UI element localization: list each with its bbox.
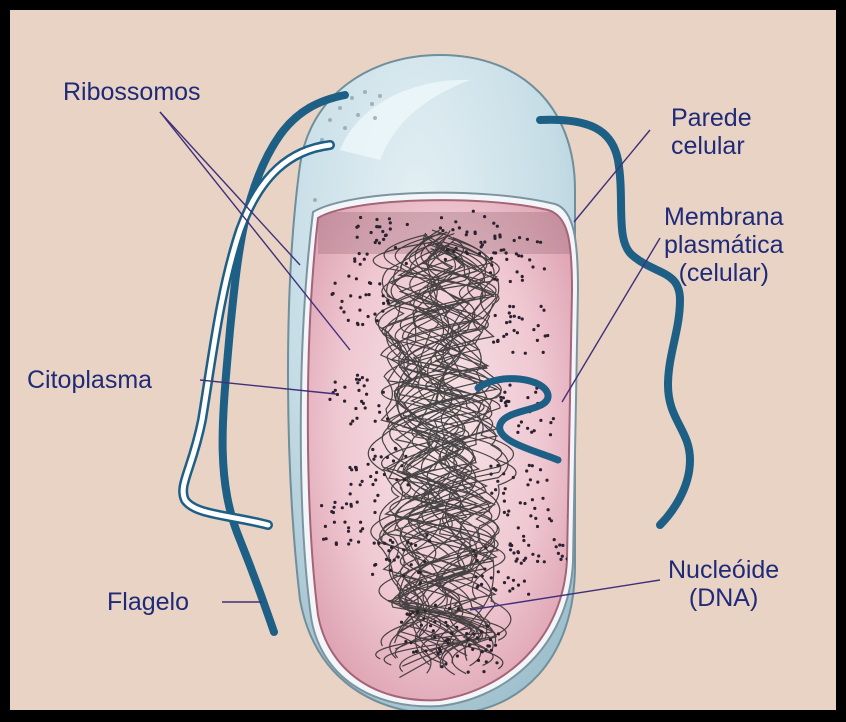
label-membrana-line1: Membrana [664,203,784,231]
label-ribossomos: Ribossomos [63,78,201,106]
label-nucleoide-line1: Nucleóide [668,556,779,584]
label-parede-line1: Parede [671,104,752,132]
label-membrana-plasmatica: Membrana plasmática (celular) [664,203,784,287]
label-membrana-line3: (celular) [664,259,784,287]
label-nucleoide: Nucleóide (DNA) [668,556,779,612]
label-parede-celular: Parede celular [671,104,752,160]
label-membrana-line2: plasmática [664,231,784,259]
label-citoplasma: Citoplasma [27,366,152,394]
label-parede-line2: celular [671,132,752,160]
label-flagelo: Flagelo [107,588,189,616]
label-nucleoide-line2: (DNA) [668,584,779,612]
